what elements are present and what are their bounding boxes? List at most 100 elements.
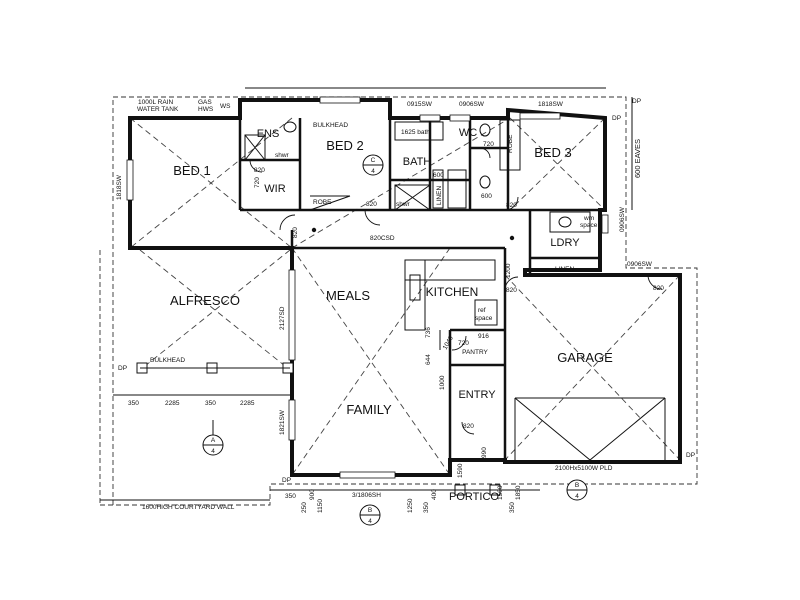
window-1821: 1821SW bbox=[279, 409, 286, 435]
dp-5: DP bbox=[282, 477, 291, 484]
dim-pb-400: 400 bbox=[431, 489, 438, 500]
section-marker-c: C 4 bbox=[362, 154, 384, 176]
room-portico: PORTICO bbox=[449, 491, 499, 503]
room-wir: WIR bbox=[264, 183, 285, 195]
dim-pb-644: 644 bbox=[425, 354, 432, 365]
door-d1: 820 bbox=[292, 227, 299, 238]
bath-tub: 1625 bath bbox=[401, 129, 430, 136]
dim-bottom-350a: 350 bbox=[128, 400, 139, 407]
section-c-letter: C bbox=[371, 157, 376, 164]
section-b2-letter: B bbox=[575, 482, 579, 489]
room-bed3: BED 3 bbox=[534, 145, 572, 160]
door-d10: 600 bbox=[433, 172, 444, 179]
dimension-lines bbox=[100, 87, 633, 501]
door-d11: 720 bbox=[458, 340, 469, 347]
linen-ldry: LINEN bbox=[555, 266, 574, 273]
room-ldry: LDRY bbox=[550, 237, 580, 249]
door-d15: 820 bbox=[254, 167, 265, 174]
dp-1: DP bbox=[612, 115, 621, 122]
door-d12: 1200 bbox=[505, 263, 512, 278]
window-0915: 0915SW bbox=[407, 101, 433, 108]
section-marker-b1: B 4 bbox=[359, 504, 381, 526]
external-walls bbox=[128, 98, 682, 477]
room-bed1: BED 1 bbox=[173, 163, 211, 178]
section-a-letter: A bbox=[211, 437, 216, 444]
room-labels: BED 1 BED 2 BED 3 ENS WIR BATH WC LDRY M… bbox=[170, 127, 613, 503]
wm-space-b: space bbox=[580, 222, 598, 229]
door-d14: 1040 bbox=[442, 335, 455, 351]
dim-pb-250: 250 bbox=[301, 502, 308, 513]
room-alfresco: ALFRESCO bbox=[170, 293, 240, 308]
bulkhead-alfresco: BULKHEAD bbox=[150, 357, 185, 364]
window-820csd: 820CSD bbox=[370, 235, 395, 242]
door-d3: 820 bbox=[506, 202, 517, 209]
window-0906c: 0906SW bbox=[627, 261, 653, 268]
dim-bottom-2285a: 2285 bbox=[165, 400, 180, 407]
gas-label: GAS bbox=[198, 99, 212, 106]
door-d9: 600 bbox=[481, 193, 492, 200]
garage-door: 2100Hx5100W PLD bbox=[555, 465, 613, 472]
robe-bed3: ROBE bbox=[507, 134, 514, 153]
room-kitchen: KITCHEN bbox=[426, 285, 479, 299]
door-d13: 916 bbox=[478, 333, 489, 340]
dim-pb-1150: 1150 bbox=[317, 499, 324, 513]
room-garage: GARAGE bbox=[557, 350, 613, 365]
window-2127: 2127SD bbox=[279, 306, 286, 330]
bulkhead-top: BULKHEAD bbox=[313, 122, 348, 129]
room-family: FAMILY bbox=[346, 402, 392, 417]
window-0906b: 0906SW bbox=[619, 206, 626, 232]
posts bbox=[136, 227, 515, 496]
window-3-1806: 3/1806SH bbox=[352, 492, 381, 499]
room-bath: BATH bbox=[403, 156, 432, 168]
wm-space-a: wm bbox=[583, 215, 594, 222]
door-d4: 820 bbox=[506, 287, 517, 294]
section-marker-b2: B 4 bbox=[566, 479, 588, 501]
dim-pb-736: 736 bbox=[425, 327, 432, 338]
room-entry: ENTRY bbox=[458, 389, 496, 401]
linen-bath: LINEN bbox=[436, 186, 443, 205]
dim-pb-990: 990 bbox=[481, 447, 488, 458]
dim-pb-350b: 350 bbox=[423, 502, 430, 513]
dim-bottom-350b: 350 bbox=[205, 400, 216, 407]
section-b2-sheet: 4 bbox=[575, 493, 579, 500]
dim-pb-350c: 350 bbox=[509, 502, 516, 513]
door-swings bbox=[249, 147, 663, 435]
door-d8: 720 bbox=[483, 141, 494, 148]
dim-pb-1250: 1250 bbox=[407, 498, 414, 513]
dim-pb-1590: 1590 bbox=[457, 463, 464, 478]
section-c-sheet: 4 bbox=[371, 168, 375, 175]
dim-pb-1000: 1000 bbox=[439, 375, 446, 390]
window-labels: 0915SW 0906SW 1818SW 0906SW 0906SW 1818S… bbox=[116, 101, 653, 499]
door-d6: 820 bbox=[463, 423, 474, 430]
section-a-sheet: 4 bbox=[211, 448, 215, 455]
dim-pb-1850: 1850 bbox=[515, 485, 522, 500]
kitchen-bench bbox=[404, 259, 498, 350]
dim-pb-900: 900 bbox=[309, 489, 316, 500]
window-0906a: 0906SW bbox=[459, 101, 485, 108]
ref-space-a: ref bbox=[478, 307, 486, 314]
room-bed2: BED 2 bbox=[326, 138, 364, 153]
dp-2: DP bbox=[118, 365, 127, 372]
section-b1-sheet: 4 bbox=[368, 518, 372, 525]
room-pantry: PANTRY bbox=[462, 349, 488, 356]
shwr-bath: shwr bbox=[396, 201, 411, 208]
door-labels: 820 820 820 820 820 820 720 720 600 600 … bbox=[254, 141, 664, 430]
tank-label-2: WATER TANK bbox=[137, 106, 179, 113]
robe-bed2: ROBE bbox=[313, 199, 332, 206]
dim-pb-350: 350 bbox=[285, 493, 296, 500]
door-d2: 820 bbox=[366, 201, 377, 208]
door-d7: 720 bbox=[254, 177, 261, 188]
roof-lines bbox=[129, 117, 681, 476]
dp-3: DP bbox=[686, 452, 695, 459]
window-1818b: 1818SW bbox=[116, 174, 123, 200]
courtyard-wall: 1600HIGH COURTYARD WALL bbox=[142, 504, 235, 511]
ref-space-b: space bbox=[475, 315, 493, 322]
bath-fixtures bbox=[244, 119, 591, 233]
internal-walls bbox=[238, 118, 600, 460]
dim-pb-1500: 1500 bbox=[497, 485, 504, 500]
dimension-labels: 350 2285 350 2285 350 250 900 1150 1250 … bbox=[128, 327, 522, 513]
shwr-ens: shwr bbox=[275, 152, 290, 159]
dim-bottom-2285b: 2285 bbox=[240, 400, 255, 407]
section-marker-a: A 4 bbox=[202, 420, 224, 456]
